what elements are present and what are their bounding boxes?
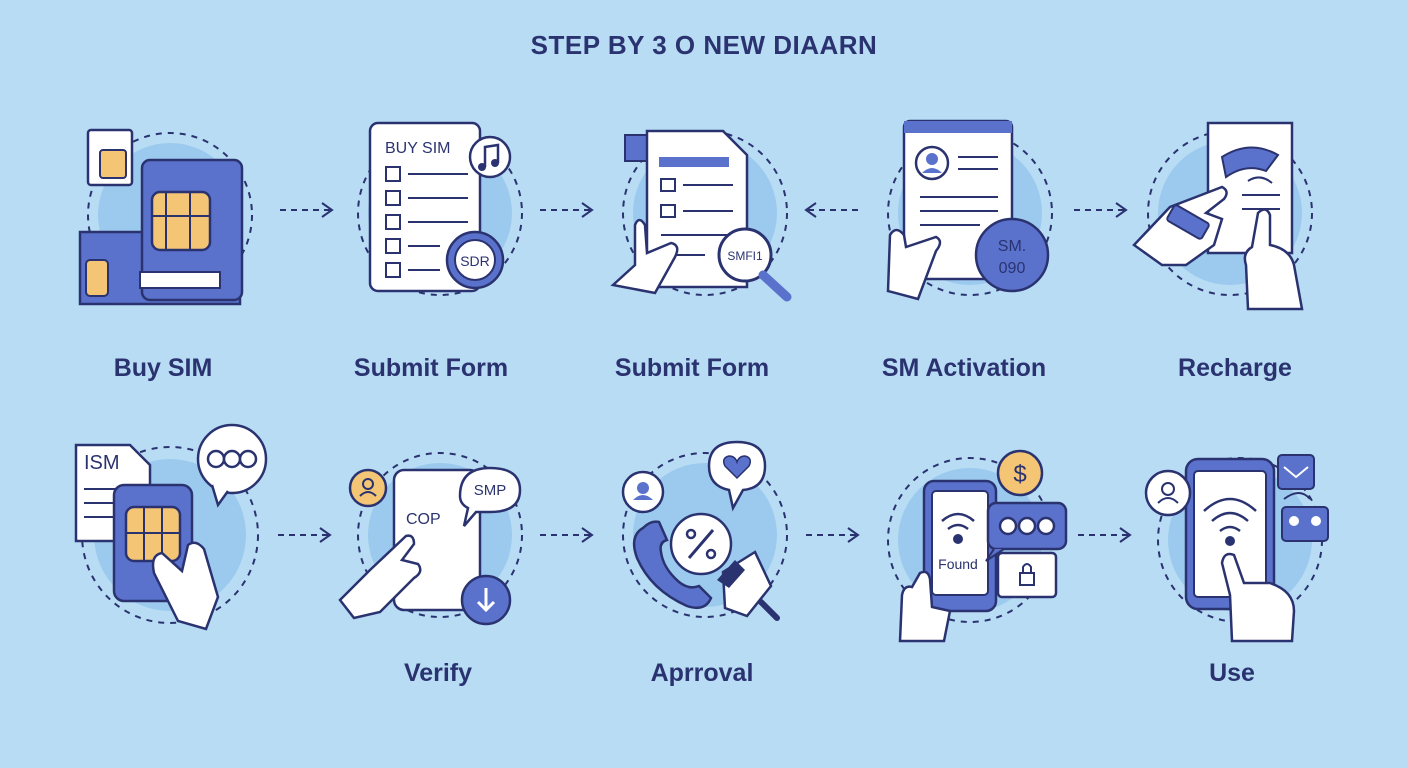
sim-card-illustration [78, 128, 253, 306]
speech-bubble-text: SMP [474, 482, 507, 499]
activation-illustration: SM. 090 [886, 119, 1053, 301]
sim-badge-icon [974, 217, 1050, 293]
step-label-approval: Aprroval [650, 659, 754, 687]
step-label-submit-form-2: Submit Form [614, 354, 770, 382]
pen-hand-icon [338, 534, 422, 620]
arrow-right-9 [1078, 527, 1132, 543]
arrow-right-2 [540, 202, 594, 218]
document-review-illustration: SMFI1 [610, 129, 792, 302]
pointing-hand-icon-2 [1243, 208, 1304, 311]
step-label-use: Use [1209, 659, 1255, 687]
diagram-title: STEP BY 3 O NEW DIAARN [530, 30, 878, 60]
holding-hand-icon-2 [898, 570, 952, 643]
use-illustration [1144, 454, 1329, 643]
coin-symbol-text: $ [1013, 461, 1026, 488]
arrow-right-1 [280, 202, 334, 218]
step-buy-sim [70, 120, 270, 320]
phone-icon [632, 520, 713, 609]
music-note-icon [468, 135, 512, 179]
magnifier-text: SMFI1 [727, 249, 763, 263]
arrow-right-7 [540, 527, 594, 543]
verify-illustration: COP SMP [338, 452, 523, 626]
step-use [1140, 445, 1340, 645]
step-label-sm-activation: SM Activation [881, 354, 1047, 382]
approval-illustration [621, 440, 788, 621]
sim-insert-illustration: ISM [74, 423, 268, 631]
user-avatar-icon-2 [1144, 469, 1192, 517]
step-label-submit-form-1: Submit Form [353, 354, 509, 382]
sim-badge-text-2: 090 [999, 260, 1026, 277]
contacts-icon [1281, 506, 1329, 542]
seal-badge-text: SDR [460, 253, 490, 269]
step-verify: COP SMP [338, 440, 540, 640]
arrow-right-4 [1074, 202, 1128, 218]
recharge-illustration [1132, 121, 1313, 311]
arrow-left-3 [804, 202, 858, 218]
step-recharge [1130, 115, 1330, 315]
arrow-right-8 [806, 527, 860, 543]
holding-hand-icon [886, 228, 942, 301]
phone-screen-text: Found [938, 556, 978, 572]
step-label-verify: Verify [403, 659, 473, 687]
pointing-hand-icon [610, 218, 679, 295]
step-approval [605, 440, 805, 640]
verify-doc-text: COP [406, 511, 441, 528]
phone-found-illustration: Found $ [887, 449, 1068, 643]
magnifier-icon [717, 227, 773, 283]
step-sm-activation: SM. 090 [870, 115, 1070, 315]
banknote-icon [1220, 146, 1280, 179]
checklist-illustration: BUY SIM SDR [357, 121, 523, 296]
tapping-hand-icon-2 [1220, 552, 1296, 643]
arrow-right-6 [278, 527, 332, 543]
speech-bubble-icon [458, 466, 522, 527]
form-header-text: BUY SIM [385, 140, 451, 157]
step-submit-form-review: SMFI1 [605, 115, 805, 315]
step-label-buy-sim: Buy SIM [113, 354, 213, 382]
step-submit-form-checklist: BUY SIM SDR [340, 115, 540, 315]
tapping-hand-icon [151, 541, 220, 631]
dollar-coin-icon [996, 449, 1044, 497]
mail-icon [1277, 454, 1315, 490]
sim-badge-text-1: SM. [998, 238, 1026, 255]
step-label-recharge: Recharge [1178, 354, 1292, 382]
card-label-text: ISM [84, 452, 120, 474]
step-sim-card-insert: ISM [70, 423, 280, 645]
step-phone-found: Found $ [870, 445, 1070, 645]
